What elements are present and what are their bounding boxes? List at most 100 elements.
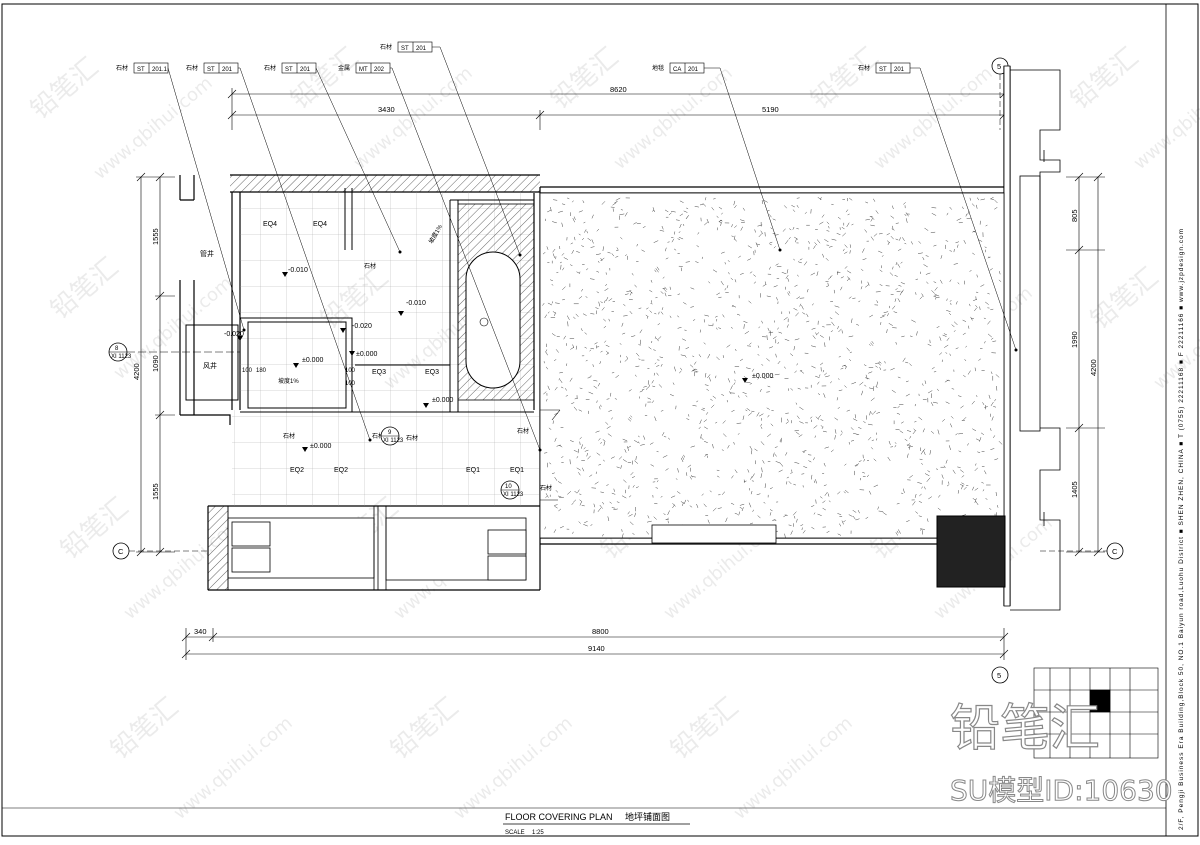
- svg-text:10: 10: [505, 484, 512, 490]
- level-l6: ±0.000: [356, 351, 377, 358]
- dim-small-180: 180: [256, 368, 267, 374]
- material-tag-arrow: [519, 254, 522, 257]
- material-tag-category: 地毯: [652, 64, 664, 72]
- watermark-site: www.qbihui.com: [350, 63, 477, 174]
- level-l9: ±0.000: [752, 373, 773, 380]
- dim-top-right: 5190: [762, 105, 779, 114]
- dim-small-100a: 100: [242, 368, 253, 374]
- watermark-brand: 铅笔汇: [25, 52, 104, 125]
- dim-right-2: 1990: [1070, 331, 1079, 348]
- dim-right-total: 4200: [1089, 359, 1098, 376]
- svg-text:5: 5: [997, 62, 1001, 71]
- material-tag-category: 石材: [264, 64, 276, 72]
- watermark-model-id: SU模型ID:10630: [950, 774, 1173, 807]
- dim-bottom-a: 340: [194, 627, 207, 636]
- stone-label-4: 石材: [406, 434, 418, 442]
- dim-left-2: 1090: [151, 355, 160, 372]
- eq4-b: EQ4: [313, 221, 327, 228]
- dim-bottom-b: 8800: [592, 627, 609, 636]
- level-l8: ±0.000: [310, 443, 331, 450]
- eq1-b: EQ1: [510, 467, 524, 474]
- grid-bubble-c-right: C: [1107, 543, 1123, 559]
- material-tag-arrow: [779, 249, 782, 252]
- material-tag-arrow: [539, 449, 542, 452]
- material-tag-code: ST: [137, 67, 145, 73]
- material-tag-number: 202: [374, 67, 385, 73]
- svg-text:XI 1123: XI 1123: [111, 354, 132, 360]
- slope-s2: 坡度1%: [278, 377, 299, 385]
- material-tag-arrow: [369, 439, 372, 442]
- svg-text:C: C: [1112, 547, 1118, 556]
- level-l3: -0.020: [224, 331, 244, 338]
- watermark-site: www.qbihui.com: [730, 713, 857, 824]
- watermark-brand: 铅笔汇: [665, 692, 744, 765]
- dim-top-total: 8620: [610, 85, 627, 94]
- watermark-brand: 铅笔汇: [45, 252, 124, 325]
- room-air-shaft: 风井: [203, 361, 217, 370]
- watermark-brand: 铅笔汇: [285, 42, 364, 115]
- level-l1: -0.010: [288, 267, 308, 274]
- shower-tile-area: [232, 410, 540, 506]
- scale-label: SCALE: [505, 830, 525, 836]
- watermark-site: www.qbihui.com: [870, 63, 997, 174]
- material-tag-code: ST: [879, 67, 887, 73]
- stone-label-6: 石材: [540, 484, 552, 492]
- eq1-a: EQ1: [466, 467, 480, 474]
- svg-text:5: 5: [997, 671, 1001, 680]
- dim-top-left: 3430: [378, 105, 395, 114]
- watermark-site: www.qbihui.com: [110, 273, 237, 384]
- dim-left-total: 4200: [132, 363, 141, 380]
- drawing-title-cn: 地坪铺面图: [625, 811, 670, 822]
- material-tag-category: 金属: [338, 64, 350, 72]
- material-tag-code: MT: [359, 67, 368, 73]
- watermark-brand: 铅笔汇: [105, 692, 184, 765]
- grid-bubble-5-bottom: 5: [992, 667, 1008, 683]
- dim-left-3: 1555: [151, 483, 160, 500]
- material-tag-arrow: [243, 329, 246, 332]
- watermark-brand: 铅笔汇: [805, 42, 884, 115]
- eq2-b: EQ2: [334, 467, 348, 474]
- material-tag-arrow: [399, 251, 402, 254]
- level-l2: -0.010: [406, 300, 426, 307]
- material-tag-code: ST: [207, 67, 215, 73]
- eq2-a: EQ2: [290, 467, 304, 474]
- level-l5: ±0.000: [302, 357, 323, 364]
- watermark-brand: 铅笔汇: [1065, 42, 1144, 115]
- watermark-site: www.qbihui.com: [1130, 63, 1200, 174]
- level-l7: ±0.000: [432, 397, 453, 404]
- material-tag-category: 石材: [186, 64, 198, 72]
- material-tag-code: ST: [285, 67, 293, 73]
- window-niche: [652, 525, 776, 543]
- dim-left-1: 1555: [151, 228, 160, 245]
- material-tag-number: 201: [688, 67, 699, 73]
- watermark-site: www.qbihui.com: [1150, 283, 1200, 394]
- material-tag-number: 201: [416, 46, 427, 52]
- casework-hatch-left: [208, 506, 228, 590]
- room-pipe-shaft: 管井: [200, 249, 214, 258]
- material-tag-number: 201.1: [152, 67, 168, 73]
- dim-bottom-total: 9140: [588, 644, 605, 653]
- watermark-brand: 铅笔汇: [385, 692, 464, 765]
- material-tag-number: 201: [222, 67, 233, 73]
- material-tag-category: 石材: [116, 64, 128, 72]
- eq4-a: EQ4: [263, 221, 277, 228]
- watermark-brand: 铅笔汇: [1085, 262, 1164, 335]
- stone-label-1: 石材: [364, 262, 376, 270]
- material-tag-arrow: [1015, 349, 1018, 352]
- watermark-brand-large: 铅笔汇: [950, 699, 1100, 757]
- material-tag-category: 石材: [380, 43, 392, 51]
- watermark-site: www.qbihui.com: [170, 713, 297, 824]
- eq3-b: EQ3: [425, 369, 439, 376]
- material-tag-code: ST: [401, 46, 409, 52]
- dim-right-1: 805: [1070, 209, 1079, 222]
- scale-value: 1:25: [532, 830, 544, 836]
- stone-label-5: 石材: [517, 427, 529, 435]
- dim-right-3: 1405: [1070, 481, 1079, 498]
- drawing-title-en: FLOOR COVERING PLAN: [505, 812, 613, 822]
- structural-column: [937, 516, 1005, 587]
- bathtub: [466, 252, 520, 388]
- wall-hatch-top: [230, 175, 540, 192]
- svg-text:C: C: [118, 547, 124, 556]
